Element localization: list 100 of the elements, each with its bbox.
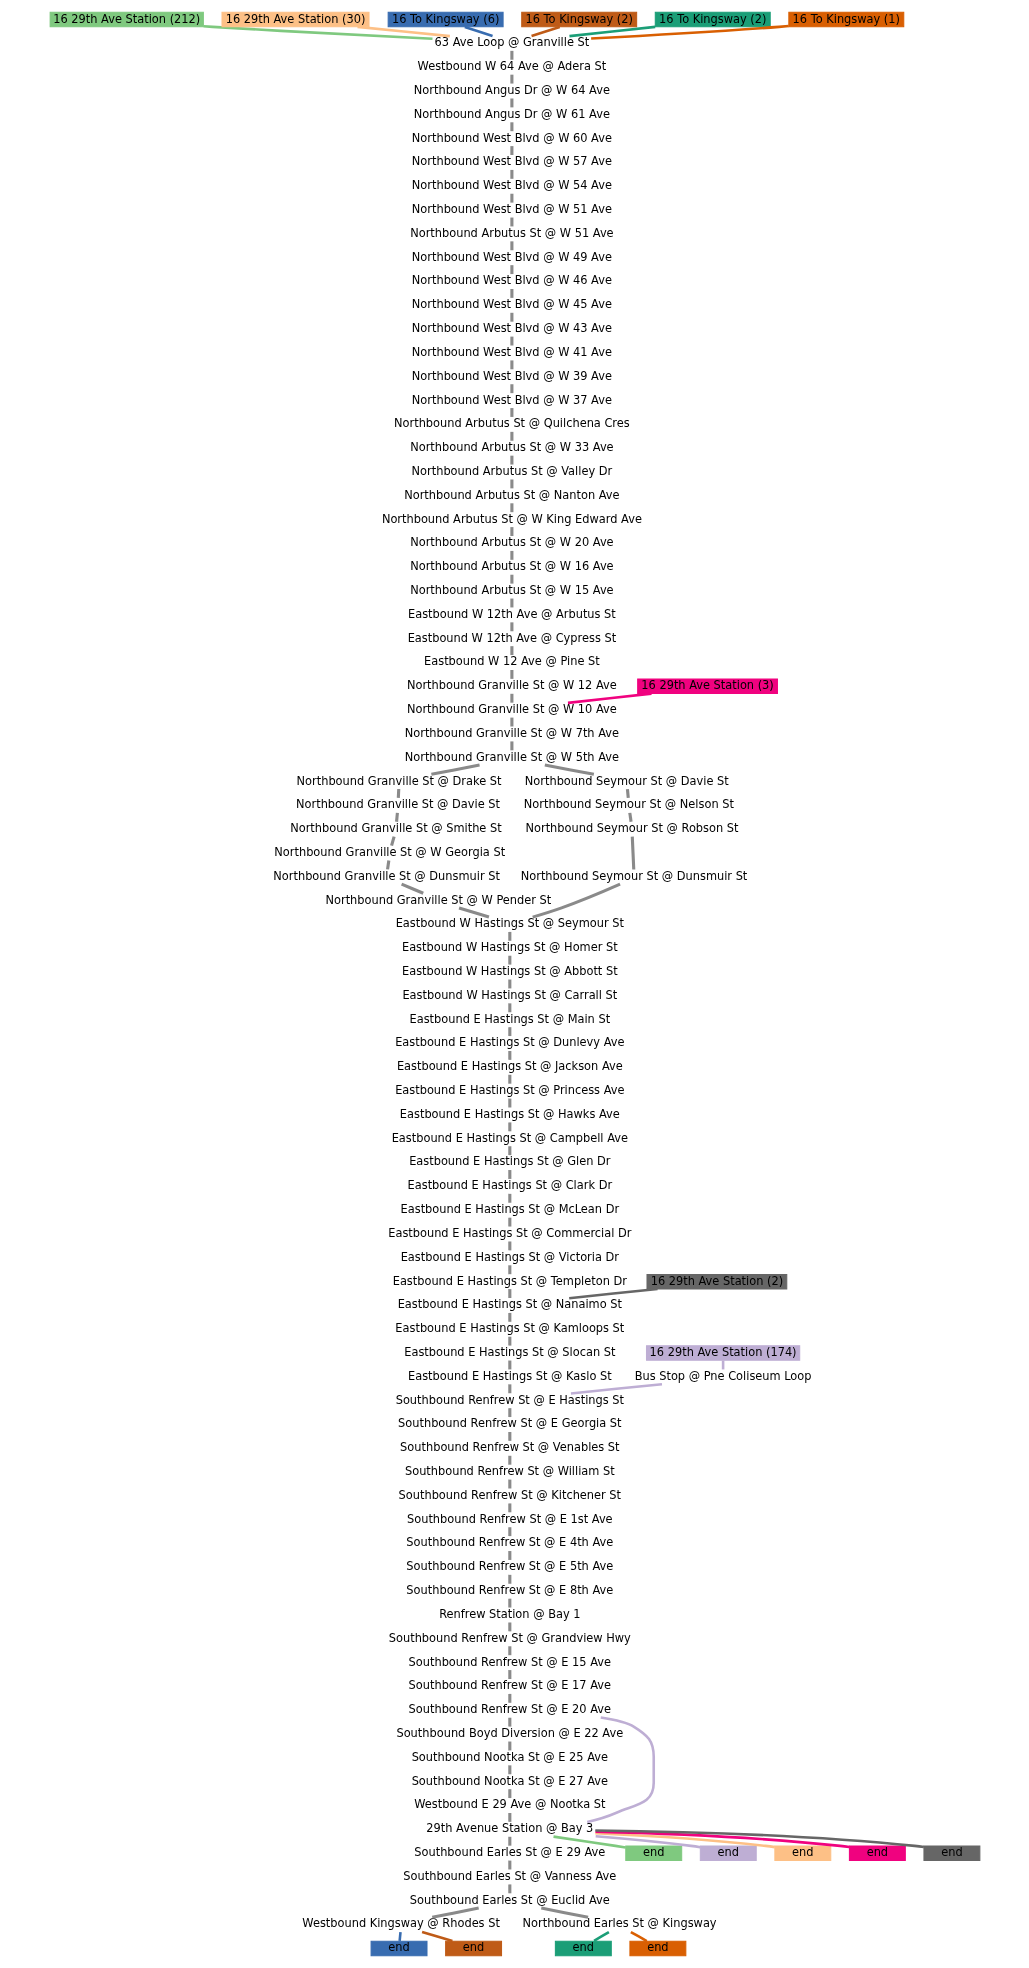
node-text: Northbound Granville St @ Smithe St <box>289 821 502 836</box>
connector <box>507 931 511 941</box>
connector <box>394 812 399 822</box>
node-text: Northbound Earles St @ Kingsway <box>522 1916 717 1931</box>
connector <box>595 1835 700 1849</box>
connector <box>396 788 400 798</box>
connector <box>356 25 450 38</box>
connector <box>203 24 433 40</box>
connector <box>509 122 513 132</box>
node-text: Eastbound E Hastings St @ Kamloops St <box>394 1321 624 1336</box>
connector <box>568 1287 658 1300</box>
node-box: end <box>444 1940 502 1957</box>
node-text: Northbound Arbutus St @ Quilchena Cres <box>393 416 630 431</box>
node-text: 63 Ave Loop @ Granville St <box>434 35 589 50</box>
node-text: Southbound Renfrew St @ Grandview Hwy <box>388 1630 631 1645</box>
connector <box>507 1527 511 1537</box>
connector <box>594 1829 924 1849</box>
node-text: Northbound Granville St @ W Georgia St <box>273 844 505 859</box>
connector <box>570 1382 662 1395</box>
node-text: Southbound Renfrew St @ E 8th Ave <box>405 1583 613 1598</box>
connector <box>509 50 513 60</box>
connector <box>509 622 513 632</box>
node-box: end <box>848 1845 906 1861</box>
node-text: Eastbound W Hastings St @ Carrall St <box>401 987 617 1002</box>
connector <box>507 1622 511 1632</box>
node-text: Southbound Earles St @ Euclid Ave <box>409 1892 610 1907</box>
node-text: Northbound Seymour St @ Davie St <box>524 773 729 788</box>
connector <box>458 906 489 919</box>
connector <box>430 763 480 776</box>
node-box: end <box>628 1940 686 1957</box>
node-text: Northbound Angus Dr @ W 64 Ave <box>413 82 610 97</box>
node-text: Eastbound E Hastings St @ Commercial Dr <box>387 1225 631 1240</box>
connector <box>507 1265 511 1275</box>
connector <box>509 550 513 560</box>
node-text: Southbound Renfrew St @ E Hastings St <box>395 1392 624 1407</box>
node-box: 16 29th Ave Station (3) <box>636 678 778 695</box>
connector <box>595 1830 849 1849</box>
node-text: Northbound West Blvd @ W 43 Ave <box>411 321 612 336</box>
connector <box>509 574 513 584</box>
connector <box>507 1384 511 1394</box>
node-box: end <box>370 1940 427 1957</box>
node-box: end <box>773 1845 831 1861</box>
connector <box>509 670 513 679</box>
node-text: Eastbound W 12th Ave @ Cypress St <box>407 630 616 645</box>
connector <box>507 1289 511 1298</box>
connector <box>507 1408 511 1418</box>
connector <box>509 455 513 465</box>
connector <box>509 384 513 394</box>
node-text: Northbound West Blvd @ W 37 Ave <box>411 392 612 407</box>
node-text: Southbound Renfrew St @ E 1st Ave <box>406 1511 613 1526</box>
connector <box>507 955 511 965</box>
connector <box>507 1431 511 1441</box>
connector <box>509 479 513 489</box>
connector <box>507 1717 511 1727</box>
connector <box>400 882 424 895</box>
connector <box>507 1003 511 1013</box>
node-box: 16 To Kingsway (6) <box>387 11 504 28</box>
node-text: Northbound Granville St @ W Pender St <box>325 892 551 907</box>
node-text: Northbound Granville St @ W 12 Ave <box>406 678 617 693</box>
node-text: Southbound Renfrew St @ E 17 Ave <box>408 1678 611 1693</box>
node-text: Southbound Earles St @ E 29 Ave <box>413 1845 605 1860</box>
node-text: Southbound Earles St @ Vanness Ave <box>402 1868 616 1883</box>
connector <box>592 1930 610 1943</box>
connector <box>507 1574 511 1584</box>
connector <box>507 1670 511 1679</box>
connector <box>507 1765 511 1775</box>
node-text: Northbound Arbutus St @ W 20 Ave <box>409 535 614 550</box>
node-text: Southbound Boyd Diversion @ E 22 Ave <box>395 1725 623 1740</box>
node-box: 16 To Kingsway (2) <box>520 11 637 28</box>
connector <box>507 1598 511 1608</box>
node-text: Renfrew Station @ Bay 1 <box>438 1606 580 1621</box>
node-box: 16 29th Ave Station (30) <box>221 11 370 28</box>
connector <box>507 1241 511 1251</box>
node-text: Eastbound E Hastings St @ Clark Dr <box>407 1178 612 1193</box>
connector <box>397 1931 402 1942</box>
node-box: end <box>554 1940 612 1957</box>
node-text: Southbound Renfrew St @ E Georgia St <box>397 1416 622 1431</box>
node-text: 29th Avenue Station @ Bay 3 <box>425 1821 593 1836</box>
connector <box>431 1906 479 1919</box>
connector <box>509 646 513 656</box>
connector <box>509 193 513 203</box>
connector <box>509 98 513 108</box>
node-text: Eastbound E Hastings St @ Slocan St <box>403 1344 615 1359</box>
node-text: Northbound Arbutus St @ W 33 Ave <box>409 440 614 455</box>
node-text: Northbound West Blvd @ W 46 Ave <box>411 273 612 288</box>
connector <box>540 1906 588 1919</box>
connector <box>507 1217 511 1227</box>
node-text: Northbound Seymour St @ Robson St <box>524 821 738 836</box>
node-text: Eastbound E Hastings St @ Glen Dr <box>408 1154 610 1169</box>
node-text: Northbound Angus Dr @ W 61 Ave <box>413 106 610 121</box>
connector <box>531 882 621 919</box>
connector <box>509 693 513 703</box>
node-text: Southbound Renfrew St @ E 5th Ave <box>405 1559 613 1574</box>
connector <box>509 169 513 179</box>
connector <box>507 1312 511 1322</box>
node-text: Northbound Seymour St @ Dunsmuir St <box>520 868 747 883</box>
node-text: Westbound E 29 Ave @ Nootka St <box>413 1797 605 1812</box>
connector <box>507 1074 511 1084</box>
connector <box>507 1193 511 1203</box>
node-text: Eastbound E Hastings St @ Jackson Ave <box>396 1059 623 1074</box>
